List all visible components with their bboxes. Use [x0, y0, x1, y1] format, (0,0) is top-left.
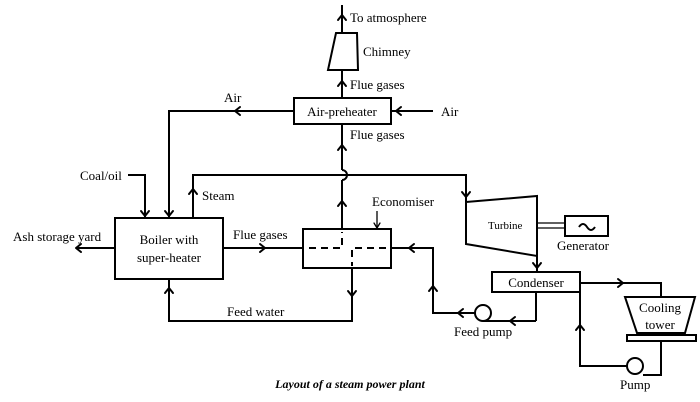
cooling-tower-base — [626, 334, 697, 342]
coal-oil-label: Coal/oil — [80, 168, 122, 183]
steam-line — [192, 174, 467, 218]
economiser-label: Economiser — [372, 194, 435, 209]
arrow-left-icon — [395, 106, 402, 116]
generator-label: Generator — [557, 238, 610, 253]
arrow-right-icon — [259, 243, 266, 253]
arrow-down-icon — [461, 191, 471, 198]
ash-storage-label: Ash storage yard — [13, 229, 102, 244]
arrow-up-icon — [164, 287, 174, 294]
arrow-left-icon — [509, 316, 516, 326]
boiler-box — [114, 217, 224, 280]
arrow-up-icon — [337, 144, 347, 151]
feed-water-label: Feed water — [227, 304, 285, 319]
flue-gases-boiler-label: Flue gases — [233, 227, 288, 242]
flue-gases-mid-label: Flue gases — [350, 127, 405, 142]
arrow-left-icon — [75, 243, 82, 253]
tower-to-pump-line — [643, 341, 662, 376]
pump-to-condenser-line — [579, 283, 627, 367]
pump-icon — [626, 357, 644, 375]
ac-wave-icon — [578, 223, 596, 231]
condenser-label: Condenser — [508, 275, 564, 290]
feed-pump-to-economiser-line — [391, 247, 475, 314]
arrow-down-icon — [532, 262, 542, 269]
coal-oil-line — [128, 174, 146, 218]
steam-label: Steam — [202, 188, 235, 203]
arrow-up-icon — [337, 200, 347, 207]
condenser-to-tower-line — [580, 282, 662, 297]
arrow-up-icon — [428, 285, 438, 292]
arrow-left-icon — [408, 243, 415, 253]
arrow-up-icon — [337, 80, 347, 87]
chimney-shape — [326, 32, 360, 71]
pump-label: Pump — [620, 377, 650, 392]
arrow-down-icon — [140, 210, 150, 217]
feed-pump-icon — [474, 304, 492, 322]
arrow-right-icon — [617, 278, 624, 288]
arrow-up-icon — [188, 188, 198, 195]
flue-gases-top-label: Flue gases — [350, 77, 405, 92]
air-preheater-label: Air-preheater — [307, 104, 377, 119]
arrow-up-icon — [575, 324, 585, 331]
air-to-boiler-line — [168, 110, 294, 218]
air-in-label: Air — [441, 104, 459, 119]
boiler-label-line1: Boiler with — [140, 232, 199, 247]
diagram-caption: Layout of a steam power plant — [274, 377, 425, 391]
boiler-label-line2: super-heater — [137, 250, 202, 265]
cooling-tower-shape — [623, 296, 697, 334]
chimney-label: Chimney — [363, 44, 411, 59]
economiser-box — [302, 228, 392, 269]
cooling-tower-label-line1: Cooling — [639, 300, 681, 315]
turbine-label: Turbine — [488, 220, 523, 232]
arrow-left-icon — [457, 308, 464, 318]
arrow-down-icon — [164, 210, 174, 217]
air-out-label: Air — [224, 90, 242, 105]
arrow-left-icon — [234, 106, 241, 116]
arrow-up-icon — [337, 14, 347, 21]
arrow-down-icon — [373, 222, 381, 229]
cooling-tower-label-line2: tower — [645, 317, 675, 332]
feed-pump-label: Feed pump — [454, 324, 512, 339]
air-preheater-box — [293, 97, 392, 125]
arrow-down-icon — [347, 290, 357, 297]
to-atmosphere-label: To atmosphere — [350, 10, 427, 25]
